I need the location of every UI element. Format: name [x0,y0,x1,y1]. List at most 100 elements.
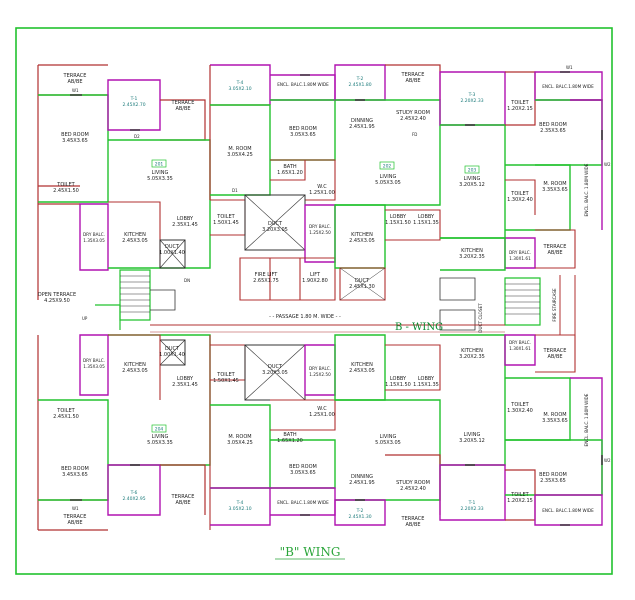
bottom-flats [37,304,603,531]
unit-number: 203 [468,168,477,174]
svg-text:W2: W2 [604,162,611,167]
svg-text:W1: W1 [72,88,79,93]
duct-closet-label: DUCT CLOSET [478,303,483,333]
svg-text:T-22.45X1.80: T-22.45X1.80 [348,76,371,88]
svg-text:ENCL. BALC.1.80M WIDE: ENCL. BALC.1.80M WIDE [277,82,329,87]
svg-text:DRY BALC.1.30X1.61: DRY BALC.1.30X1.61 [509,340,531,351]
opening-marks [70,71,603,526]
svg-text:FD: FD [412,132,417,137]
svg-text:T-43.05X2.10: T-43.05X2.10 [228,80,251,92]
unit-number: 204 [155,427,164,433]
room-name: TERRACE [63,73,87,79]
svg-text:DRY BALC.1.35X3.05: DRY BALC.1.35X3.05 [83,232,105,243]
svg-text:ENCL. BALC.1.80M WIDE: ENCL. BALC.1.80M WIDE [542,84,594,89]
svg-text:T-12.45X2.70: T-12.45X2.70 [122,96,145,108]
svg-text:DN: DN [184,278,190,283]
svg-text:D2: D2 [134,134,140,139]
svg-text:W2: W2 [604,458,611,463]
svg-text:ENCL. BALC. 1.80M WIDE: ENCL. BALC. 1.80M WIDE [584,393,589,446]
unit-number: 202 [383,164,392,170]
svg-text:W.C1.25X1.00: W.C1.25X1.00 [309,184,335,196]
svg-text:T-43.05X2.10: T-43.05X2.10 [228,500,251,512]
fire-lift-label: FIRE LIFT [255,272,279,278]
unit-number: 201 [155,162,164,168]
open-terrace-label: OPEN TERRACE [38,292,76,298]
svg-text:W.C1.25X1.00: W.C1.25X1.00 [309,406,335,418]
svg-text:DRY BALC.1.30X1.61: DRY BALC.1.30X1.61 [509,250,531,261]
passage-label: - - PASSAGE 1.80 M. WIDE - - [269,314,341,320]
opening-tags: W1 D2 D1 UP DN W1 W1 W2 W2 FD [72,65,611,511]
svg-text:T-12.20X2.33: T-12.20X2.33 [460,500,483,512]
svg-text:UP: UP [82,316,88,321]
lift-label: LIFT [310,272,321,278]
drawing-border [15,27,613,575]
svg-text:ENCL. BALC.1.80M WIDE: ENCL. BALC.1.80M WIDE [542,508,594,513]
svg-text:T-32.20X2.33: T-32.20X2.33 [460,92,483,104]
fire-staircase-label: FIRE STAIRCASE [552,288,557,322]
svg-text:D1: D1 [232,188,238,193]
svg-text:T-62.40X2.95: T-62.40X2.95 [122,490,145,502]
svg-text:T-22.45X1.30: T-22.45X1.30 [348,508,371,520]
wing-label: B - WING [395,322,443,333]
svg-text:ENCL. BALC. 1.80M WIDE: ENCL. BALC. 1.80M WIDE [584,163,589,216]
svg-text:W1: W1 [72,506,79,511]
unit-numbers: 201 202 203 204 [151,159,480,433]
svg-text:W1: W1 [566,65,573,70]
